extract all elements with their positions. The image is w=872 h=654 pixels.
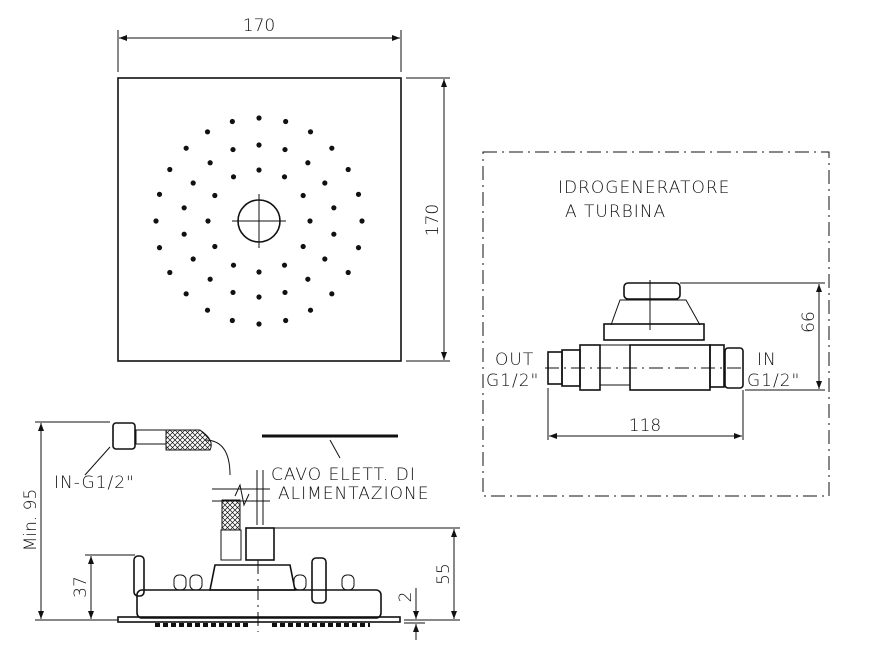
- nozzle-hole: [282, 289, 288, 296]
- nozzle-hole: [153, 218, 159, 224]
- side-view: IN-G1/2" CAVO ELETT. DI ALIMENTAZIONE Mi…: [21, 421, 460, 640]
- nozzle-hole: [181, 205, 187, 211]
- nozzle-hole: [207, 160, 213, 166]
- in-thread: G1/2": [747, 371, 800, 391]
- inlet-label: IN-G1/2": [54, 473, 135, 493]
- total-height-dimension: 55: [434, 563, 454, 585]
- nozzle-hole: [205, 218, 211, 224]
- turbine-detail: IDROGENERATORE A TURBINA 66 118 OUT G1/2…: [482, 151, 830, 497]
- turbine-title-line1: IDROGENERATORE: [558, 178, 730, 198]
- cable-label-line1: CAVO ELETT. DI: [271, 465, 416, 485]
- turbine-box-border: [482, 151, 830, 497]
- inlet-nut: [112, 422, 136, 450]
- nozzle-hole: [345, 269, 351, 276]
- hose-mesh: [221, 499, 241, 531]
- nozzle-hole: [283, 118, 289, 125]
- nozzle-hole: [305, 160, 311, 166]
- body-height-dimension: 37: [71, 576, 91, 598]
- nozzle-hole: [281, 174, 288, 180]
- nozzle-hole: [156, 191, 163, 197]
- nozzle-hole: [307, 218, 313, 224]
- nozzle-hole: [190, 256, 196, 262]
- turbine-body: [545, 280, 745, 391]
- nozzle-hole: [256, 321, 262, 327]
- nozzle-hole: [167, 166, 173, 173]
- nozzle-hole: [229, 317, 235, 324]
- nozzle-hole: [305, 276, 311, 282]
- nozzle-hole: [167, 269, 173, 276]
- nozzle-hole: [322, 180, 328, 186]
- nozzle-hole: [256, 142, 262, 148]
- nozzle-hole: [230, 146, 236, 153]
- nozzle-hole: [256, 269, 262, 275]
- nozzle-hole: [212, 243, 218, 250]
- nozzle-hole: [307, 307, 314, 313]
- nozzle-hole: [156, 245, 163, 251]
- nozzle-hole: [204, 129, 211, 135]
- nozzle-hole: [256, 167, 262, 173]
- shower-plate: [117, 616, 401, 623]
- nozzle-hole: [281, 262, 288, 268]
- nozzle-hole: [331, 205, 337, 211]
- nozzle-hole: [283, 317, 289, 324]
- nozzle-hole: [322, 256, 328, 262]
- turbine-width-dimension: 118: [629, 416, 661, 436]
- shower-plate-outline: [117, 77, 402, 362]
- nozzle-hole: [204, 307, 211, 313]
- top-view: 170 170: [117, 16, 450, 362]
- nozzle-hole: [307, 129, 314, 135]
- width-dimension: 170: [243, 16, 275, 36]
- nozzle-hole: [183, 291, 189, 297]
- plate-thickness-dimension: 2: [396, 592, 416, 603]
- nozzle-hole: [355, 191, 362, 197]
- nozzle-hole: [300, 243, 306, 250]
- nozzle-hole: [256, 294, 262, 300]
- nozzle-hole: [331, 231, 337, 237]
- nozzle-hole: [256, 115, 262, 121]
- turbine-title-line2: A TURBINA: [565, 202, 666, 222]
- nozzle-hole: [355, 245, 362, 251]
- nozzle-hole: [300, 192, 306, 199]
- nozzle-hole: [183, 145, 189, 151]
- height-dimension: 170: [423, 204, 443, 236]
- in-label: IN: [757, 350, 777, 370]
- turbine-height-dimension: 66: [799, 311, 819, 333]
- nozzle-hole: [207, 276, 213, 282]
- nozzle-hole: [359, 218, 365, 224]
- nozzle-hole: [212, 192, 218, 199]
- nozzle-hole: [230, 289, 236, 296]
- nozzle-hole: [282, 146, 288, 153]
- shower-body: [136, 589, 382, 619]
- cable-label-line2: ALIMENTAZIONE: [278, 484, 429, 504]
- out-thread: G1/2": [486, 371, 539, 391]
- min-height-dimension: Min. 95: [21, 489, 41, 552]
- nozzle-hole: [345, 166, 351, 173]
- nozzle-hole: [329, 145, 335, 151]
- out-label: OUT: [495, 350, 534, 370]
- nozzle-hole: [230, 262, 237, 268]
- nozzle-hole: [181, 231, 187, 237]
- nozzle-hole: [190, 180, 196, 186]
- nozzle-hole: [230, 174, 237, 180]
- nozzle-hole: [229, 118, 235, 125]
- nozzle-hole: [329, 291, 335, 297]
- nozzle-holes: [153, 115, 365, 327]
